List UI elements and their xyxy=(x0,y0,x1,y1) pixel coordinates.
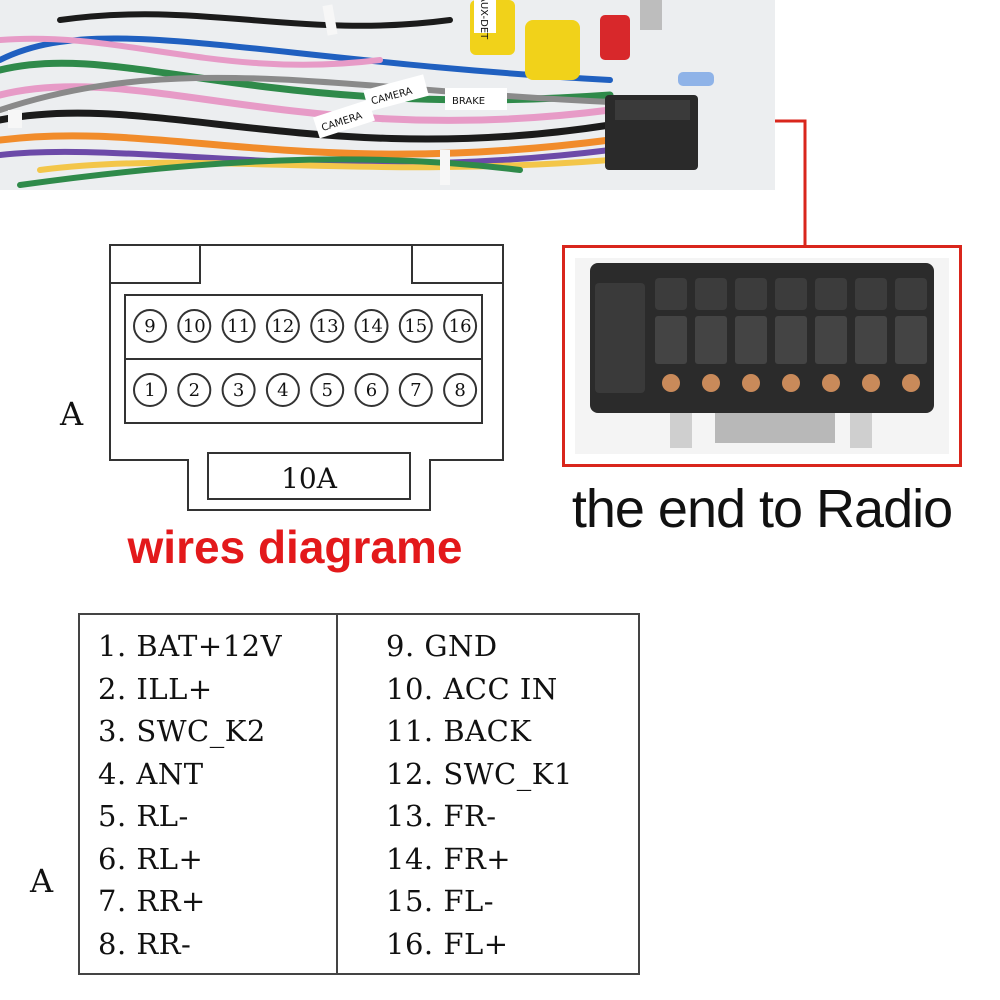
table-divider xyxy=(336,615,338,973)
pin-number: 4 xyxy=(277,380,288,401)
pin-row: 1. BAT+12V xyxy=(98,629,283,663)
radio-end-connector-photo xyxy=(575,258,949,454)
pin-row: 15. FL- xyxy=(386,884,495,918)
pin-circle xyxy=(398,309,433,343)
connector-contact xyxy=(662,374,680,392)
pin-circle xyxy=(310,373,345,407)
pin-circle xyxy=(177,373,212,407)
pin-circle xyxy=(265,373,300,407)
connector-cell xyxy=(655,316,687,364)
pin-row: 11. BACK xyxy=(386,714,532,748)
radio-end-caption: the end to Radio xyxy=(571,479,953,539)
connector-contact xyxy=(742,374,760,392)
connector-cell xyxy=(815,278,847,310)
pin-circle xyxy=(133,309,167,343)
pin-number: 6 xyxy=(366,380,377,401)
pin-row: 4. ANT xyxy=(98,756,204,791)
pin-circle xyxy=(443,309,478,343)
pin-circle xyxy=(354,373,389,407)
pin-row: 3. SWC_K2 xyxy=(98,714,266,748)
connector-cell xyxy=(855,278,887,310)
pin-circle xyxy=(354,309,389,343)
pin-circle xyxy=(221,309,256,343)
connector-contact xyxy=(862,374,880,392)
connector-cell xyxy=(695,278,727,310)
pin-number: 2 xyxy=(189,380,200,401)
pin-row: 10. ACC IN xyxy=(386,671,558,706)
photo-label-aux-det: AUX-DET xyxy=(478,0,489,40)
pin-column-right: 9. GND 10. ACC IN 11. BACK 12. SWC_K1 13… xyxy=(386,625,573,965)
connector-cell xyxy=(775,316,807,364)
pin-row: 5. RL- xyxy=(98,799,189,833)
connector-contact xyxy=(822,374,840,392)
pin-row: 7. RR+ xyxy=(98,884,206,918)
pin-circle xyxy=(443,373,478,407)
pin-number: 12 xyxy=(271,316,294,337)
connector-contact xyxy=(902,374,920,392)
pin-number: 16 xyxy=(449,316,472,337)
connector-cell xyxy=(895,316,927,364)
pin-number: 5 xyxy=(321,380,332,401)
pin-row: 13. FR- xyxy=(386,799,497,833)
pin-number: 7 xyxy=(410,380,421,401)
pin-assignment-table: 1. BAT+12V 2. ILL+ 3. SWC_K2 4. ANT 5. R… xyxy=(78,613,640,975)
connector-cell xyxy=(655,278,687,310)
connector-cell xyxy=(735,316,767,364)
bottom-pin-row: 1 2 3 4 5 6 7 8 xyxy=(133,373,478,407)
connector-contact xyxy=(782,374,800,392)
wire-harness-photo: CAMERA CAMERA BRAKE AUX-DET xyxy=(0,0,775,190)
pin-circle xyxy=(133,373,167,407)
pin-number: 14 xyxy=(360,316,383,337)
pin-number: 1 xyxy=(144,380,155,401)
connector-cell xyxy=(855,316,887,364)
pin-row: 14. FR+ xyxy=(386,841,512,876)
connector-cell xyxy=(735,278,767,310)
diagram-title: wires diagrame xyxy=(127,521,463,573)
top-pin-row: 9 10 11 12 13 14 15 16 xyxy=(133,309,478,343)
pin-circle xyxy=(177,309,212,343)
connector-contact xyxy=(702,374,720,392)
pin-number: 3 xyxy=(233,380,244,401)
fuse-label: 10A xyxy=(281,462,338,495)
pin-row: 8. RR- xyxy=(98,926,192,961)
pin-circle xyxy=(221,373,256,407)
pin-row: 9. GND xyxy=(386,629,498,663)
side-label-top: A xyxy=(60,395,84,433)
pin-circle xyxy=(398,373,433,407)
pin-row: 2. ILL+ xyxy=(98,671,213,706)
radio-end-photo-frame xyxy=(562,245,962,467)
pin-row: 6. RL+ xyxy=(98,841,204,876)
pin-number: 9 xyxy=(144,316,155,337)
pin-column-left: 1. BAT+12V 2. ILL+ 3. SWC_K2 4. ANT 5. R… xyxy=(98,625,282,965)
photo-label-brake: BRAKE xyxy=(452,96,485,107)
pin-number: 10 xyxy=(183,316,206,337)
pin-circle xyxy=(310,309,345,343)
pin-number: 15 xyxy=(404,316,427,337)
pin-row: 16. FL+ xyxy=(386,926,509,961)
pin-number: 8 xyxy=(454,380,465,401)
pin-number: 11 xyxy=(227,316,250,337)
connector-cell xyxy=(815,316,847,364)
side-label-bottom: A xyxy=(30,862,54,900)
pin-circle xyxy=(265,309,300,343)
connector-cell xyxy=(775,278,807,310)
connector-cell xyxy=(895,278,927,310)
pin-number: 13 xyxy=(316,316,339,337)
connector-cell xyxy=(695,316,727,364)
pin-row: 12. SWC_K1 xyxy=(386,756,573,791)
